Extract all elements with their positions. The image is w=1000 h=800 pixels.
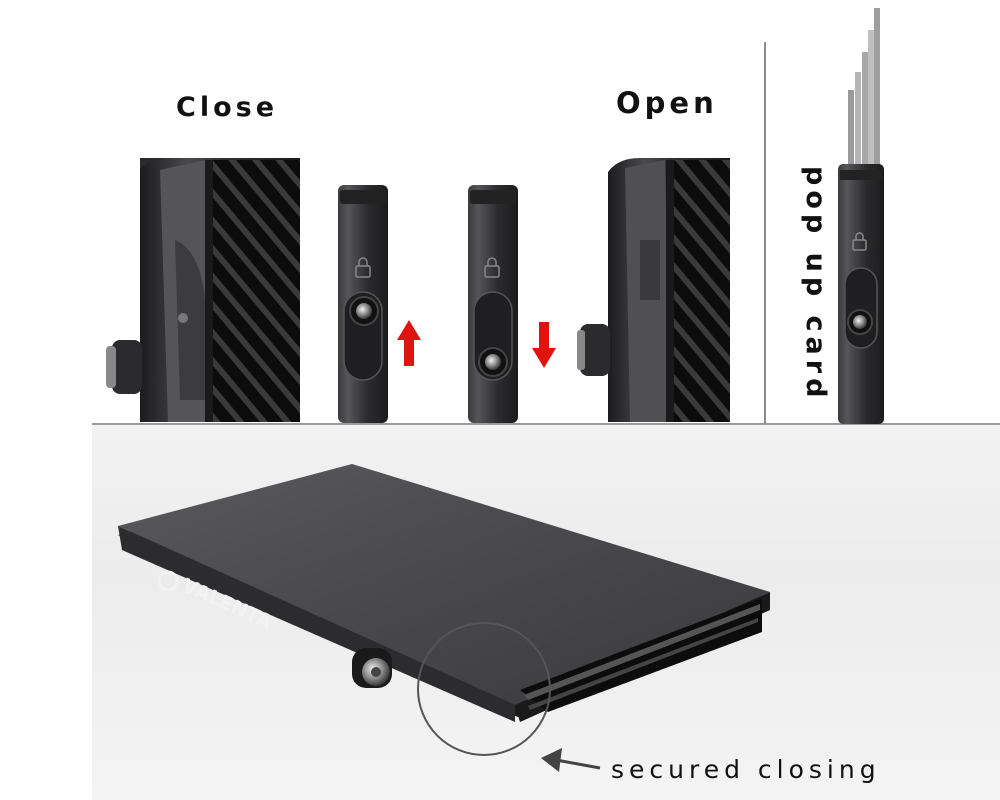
close-label: Close [176, 92, 279, 123]
secured-closing-label: secured closing [611, 755, 881, 784]
lock-icon [852, 232, 867, 251]
secured-closing-highlight-circle [417, 622, 551, 756]
wallet-edge-open [468, 185, 518, 423]
wallet-edge-closed [338, 185, 388, 423]
arrow-down-icon [532, 322, 556, 368]
callout-arrow-icon [541, 748, 601, 772]
open-label: Open [616, 86, 718, 120]
section-divider [764, 42, 766, 424]
pop-up-card-wallet [838, 8, 884, 424]
lock-icon [355, 257, 371, 278]
pop-up-card-label: pop up card [800, 166, 831, 403]
lock-icon [484, 257, 500, 278]
arrow-up-icon [397, 320, 421, 366]
open-mechanism-detail [577, 158, 730, 422]
close-mechanism-detail [106, 158, 300, 422]
shelf-line [92, 423, 1000, 425]
wallet-main-photo [118, 464, 770, 722]
